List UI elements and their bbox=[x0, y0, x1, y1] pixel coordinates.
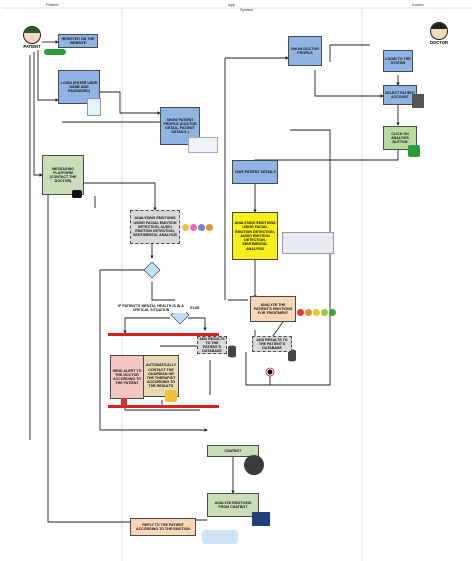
analyze-doctor-node: ANALYSING EMOTIONS USING FACIAL EMOTION … bbox=[232, 212, 278, 260]
patient-actor: PATIENT bbox=[20, 26, 44, 49]
upset-face-icon bbox=[305, 309, 312, 316]
database-icon bbox=[228, 345, 236, 358]
register-badge-icon bbox=[44, 49, 66, 55]
emotion-icons-left bbox=[182, 224, 214, 231]
chatbot-robot-icon bbox=[244, 455, 264, 475]
angry-face-icon bbox=[297, 309, 304, 316]
emotion-icons-right bbox=[297, 309, 336, 316]
analyze-chatbot-node: ANALYZE EMOTIONS FROM CHATBOT bbox=[207, 493, 259, 517]
patient-flow-lines bbox=[29, 40, 235, 531]
reply-chatbot-node: REPLY TO THE PATIENT ACCORDING TO THE EM… bbox=[130, 518, 196, 536]
doctor-actor: DOCTOR bbox=[424, 22, 454, 45]
alert-icon bbox=[121, 398, 127, 406]
lane-title-patient: Patient bbox=[46, 2, 59, 7]
happy-face-icon bbox=[329, 309, 336, 316]
critical-condition-label: IF PATIENT'S MENTAL HEALTH IS IN A CRITI… bbox=[116, 303, 186, 313]
doctor-avatar-icon bbox=[430, 22, 448, 40]
content-face-icon bbox=[321, 309, 328, 316]
login-form-icon bbox=[87, 98, 101, 116]
fork-bar-top bbox=[108, 333, 219, 336]
lane-title-doctor: Doctor bbox=[412, 2, 424, 7]
lane-title-top: App bbox=[228, 2, 236, 7]
patients-photos-icon bbox=[282, 232, 334, 254]
take-patient-details-node: TAKE PATIENT DETAILS bbox=[232, 160, 278, 184]
send-alert-node: SEND ALERT TO THE DOCTOR ACCORDING TO TH… bbox=[110, 355, 144, 399]
select-patient-node: SELECT PATIENT ACCOUNT bbox=[383, 85, 417, 105]
guardian-icon bbox=[165, 390, 177, 402]
analysis-chart-icon bbox=[408, 145, 420, 157]
decision-diamond-1 bbox=[143, 261, 161, 279]
neutral-face-icon bbox=[313, 309, 320, 316]
grid-dots-icon bbox=[252, 512, 270, 526]
patient-label: PATIENT bbox=[23, 44, 41, 49]
doctor-label: DOCTOR bbox=[429, 40, 449, 45]
patient-avatar-icon bbox=[23, 26, 41, 44]
register-node: REGISTER ON THE WEBSITE bbox=[58, 34, 98, 48]
join-bar-bottom bbox=[108, 405, 219, 408]
patient-file-icon bbox=[412, 94, 424, 108]
else-label: ELSE bbox=[188, 305, 202, 311]
profile-cards-icon bbox=[188, 137, 218, 153]
system-flow-lines bbox=[224, 44, 400, 386]
chatbot-node: CHATBOT bbox=[207, 445, 259, 457]
login-doctor-node: LOGIN TO THE SYSTEM bbox=[383, 50, 413, 72]
chat-icon bbox=[72, 190, 82, 198]
analyze-reports-node: ANALYZE THE PATIENT'S EMOTIONS FOR TREAT… bbox=[250, 296, 296, 322]
show-doctor-profile-node: SHOW DOCTOR PROFILE bbox=[288, 36, 322, 66]
end-node bbox=[267, 369, 273, 375]
angry-face-icon bbox=[206, 224, 213, 231]
conversation-icon bbox=[202, 530, 238, 544]
lane-title-system: System bbox=[240, 7, 254, 12]
add-results-left-node: ADD RESULTS TO THE PATIENT'S DATABASE bbox=[197, 336, 227, 354]
add-results-right-node: ADD RESULTS TO THE PATIENT'S DATABASE bbox=[252, 336, 292, 352]
sad-face-icon bbox=[198, 224, 205, 231]
analyze-patient-node: ANALYSING EMOTIONS USING FACIAL EMOTION … bbox=[130, 210, 180, 244]
happy-face-icon bbox=[182, 224, 189, 231]
love-face-icon bbox=[190, 224, 197, 231]
messaging-node: MESSAGING PLATFORM (CONTACT THE DOCTOR) bbox=[42, 155, 84, 195]
